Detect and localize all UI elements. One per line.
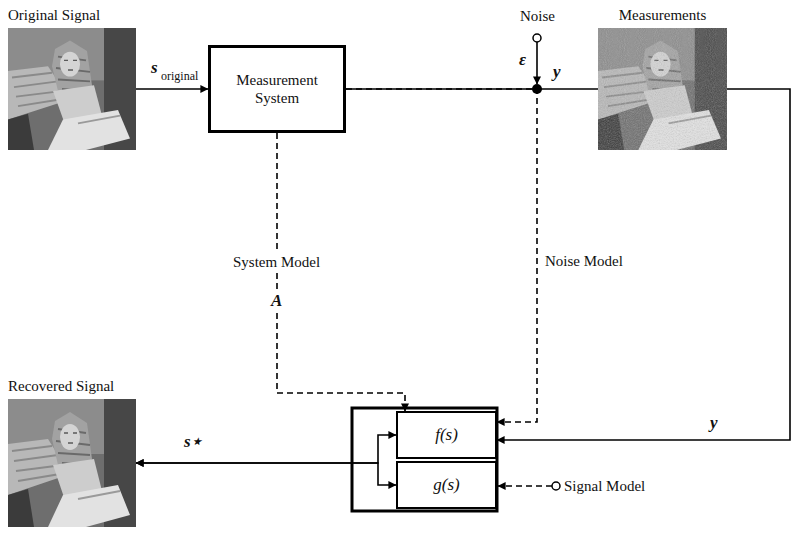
signal-connector	[136, 463, 396, 485]
photo	[8, 28, 136, 150]
image-heading: Recovered Signal	[8, 377, 136, 395]
edge-label: s⋆	[184, 432, 202, 452]
measured-image: Measurements	[598, 6, 727, 150]
photo-frame	[8, 399, 136, 527]
signal-connector	[136, 435, 396, 463]
model-connector	[346, 89, 537, 422]
photo-frame	[8, 28, 136, 150]
signal-connector	[136, 88, 208, 90]
image-heading: Original Signal	[8, 6, 136, 24]
edge-label: y	[553, 62, 561, 82]
photo-frame	[598, 28, 727, 150]
recovered-image: Recovered Signal	[8, 377, 136, 527]
annotation-label: Signal Model	[564, 477, 645, 495]
noise-source	[533, 34, 541, 42]
box-text: Measurement System	[215, 71, 339, 107]
annotation-label: ε	[519, 50, 526, 70]
function-box: f(s)	[396, 411, 497, 459]
edge-label: y	[710, 413, 718, 433]
edge-label: System Model	[230, 252, 323, 272]
photo	[8, 399, 136, 527]
edge-label: s	[151, 58, 158, 78]
signal-model-arrow	[498, 485, 552, 487]
box-text: g(s)	[433, 475, 459, 495]
annotation-label: Noise	[520, 7, 555, 25]
image-heading: Measurements	[598, 6, 727, 24]
box-text: f(s)	[435, 425, 458, 445]
function-box: g(s)	[396, 461, 497, 509]
model-connector	[277, 133, 405, 411]
edge-label: Noise Model	[545, 252, 623, 270]
annotation-label: A	[268, 290, 285, 312]
annotation-label: original	[161, 69, 198, 83]
process-box: Measurement System	[208, 45, 346, 133]
optimizer-box	[352, 408, 497, 511]
signal-model-source	[552, 482, 560, 490]
noise-arrow	[536, 42, 538, 84]
original-image: Original Signal	[8, 6, 136, 150]
photo	[598, 28, 727, 150]
